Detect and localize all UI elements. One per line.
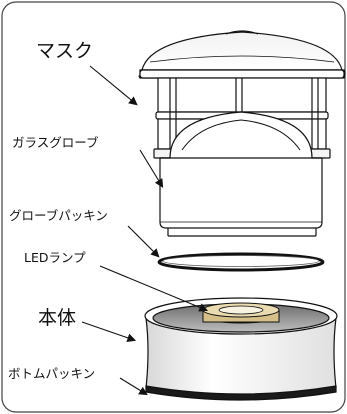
bottom-packing-leader bbox=[119, 377, 148, 396]
label-body: 本体 bbox=[38, 307, 76, 329]
globe-packing-part bbox=[157, 252, 325, 272]
label-bottom-packing: ボトムパッキン bbox=[8, 366, 95, 381]
label-mask: マスク bbox=[36, 40, 93, 62]
label-glass-globe: ガラスグローブ bbox=[12, 135, 99, 150]
label-globe-packing: グローブパッキン bbox=[9, 208, 108, 223]
glass-globe-leader bbox=[139, 149, 164, 188]
globe-packing-leader bbox=[127, 225, 160, 258]
label-led-lamp: LEDランプ bbox=[24, 250, 86, 265]
mask-leader bbox=[89, 65, 138, 106]
leader-lines bbox=[81, 65, 209, 396]
body-leader bbox=[81, 321, 137, 342]
led-lamp-leader bbox=[99, 265, 209, 312]
led-lamp-part bbox=[202, 302, 280, 324]
glass-globe-part bbox=[159, 111, 323, 237]
